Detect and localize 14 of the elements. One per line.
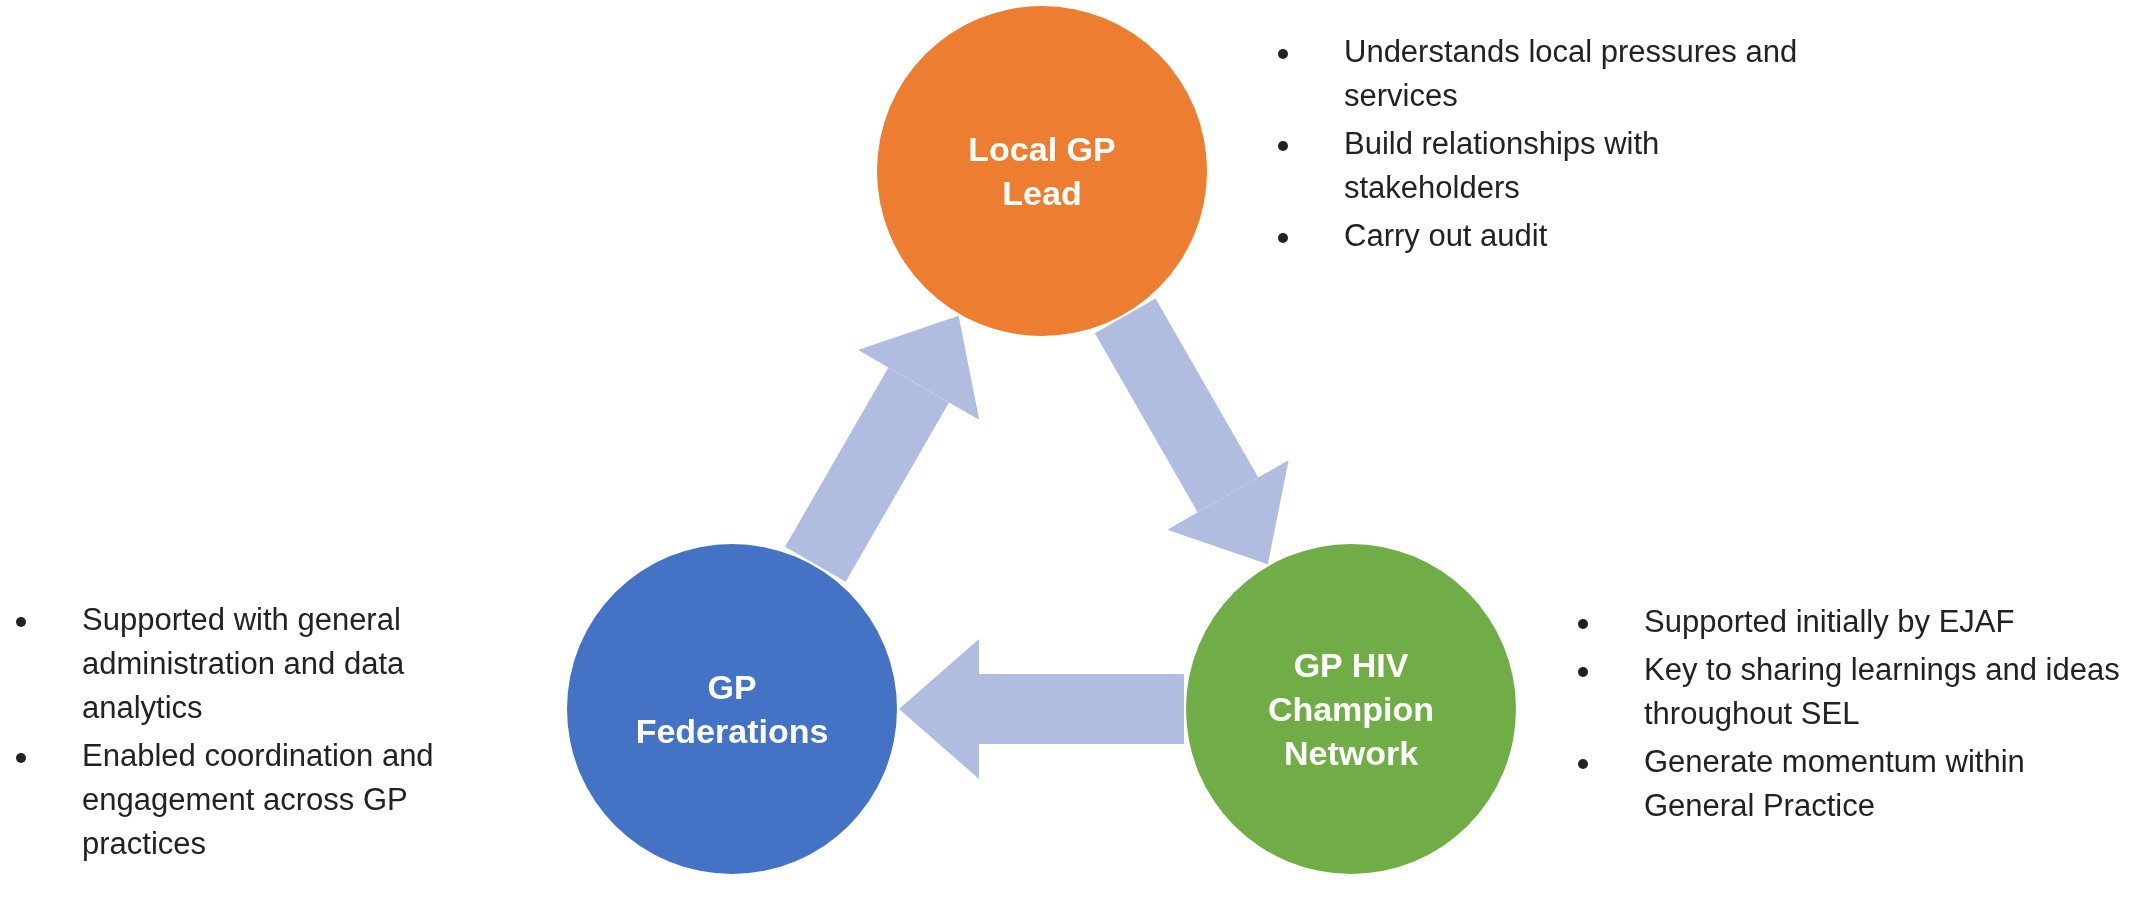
role-title: Local GP Lead — [967, 128, 1117, 214]
bullet-point: Generate momentum within General Practice — [1644, 743, 2026, 826]
bullet-point: Understands local pressures and services — [1344, 33, 1799, 115]
role-title: GP HIV Champion Network — [1266, 644, 1436, 775]
bullet-point: Enabled coordination and engagement across GP practices — [82, 737, 435, 864]
bullet-point: Supported initially by EJAF — [1644, 603, 2015, 641]
role-title: GP Federations — [634, 666, 830, 752]
bullet-point: Carry out audit — [1344, 217, 1548, 256]
bullet-point: Key to sharing learnings and ideas throughout SEL — [1644, 651, 2121, 734]
bullet-point: Build relationships with stakeholders — [1344, 125, 1661, 208]
block-arrow — [1094, 298, 1289, 565]
bullet-point: Supported with general administration and data analytics — [82, 601, 406, 728]
block-arrow — [785, 315, 980, 582]
block-arrow — [899, 639, 1184, 779]
